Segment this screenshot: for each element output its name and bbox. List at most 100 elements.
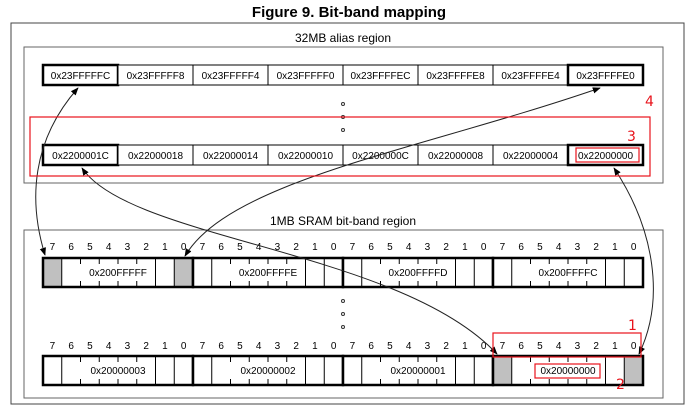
bit-cell [174, 356, 193, 385]
bit-cell [361, 356, 381, 385]
byte-label-bg [388, 364, 448, 377]
alias-top-row: 0x23FFFFFC 0x23FFFFF8 0x23FFFFF4 0x23FFFFF0… [41, 63, 645, 87]
bit-label: 2 [593, 341, 599, 352]
bit-label: 6 [218, 242, 224, 253]
arrow-22000000-bit0 [613, 167, 654, 355]
bit-label: 5 [87, 242, 93, 253]
bit-label: 0 [631, 242, 637, 253]
alias-address: 0x22000000 [578, 151, 633, 162]
bit-cell [61, 258, 81, 287]
annotation-2: 2 [616, 377, 625, 393]
bit-cell [605, 258, 625, 287]
highlight-box-3 [29, 116, 651, 177]
alias-address: 0x23FFFFE8 [426, 71, 485, 82]
byte-address: 0x20000002 [240, 366, 295, 377]
bit-cell [324, 258, 343, 287]
bit-label: 5 [237, 242, 243, 253]
alias-address: 0x23FFFFE4 [501, 71, 560, 82]
mapped-bit-cell [174, 258, 193, 287]
bit-label: 1 [162, 341, 168, 352]
bit-cell [61, 356, 81, 385]
alias-address: 0x2200001C [52, 151, 109, 162]
bit-label: 6 [68, 242, 74, 253]
alias-address: 0x23FFFFEC [350, 71, 410, 82]
bit-label: 0 [331, 242, 337, 253]
bit-label: 5 [537, 242, 543, 253]
outer-frame [10, 22, 685, 405]
mapped-bit-cell [493, 356, 512, 385]
byte-address: 0x200FFFFD [389, 268, 448, 279]
bit-cell [605, 356, 625, 385]
alias-region-label: 32MB alias region [295, 31, 391, 45]
bit-label: 7 [50, 341, 56, 352]
bit-label: 7 [200, 242, 206, 253]
highlight-sram-20000000 [534, 363, 601, 379]
alias-address: 0x22000010 [278, 151, 333, 162]
bit-cell [324, 356, 343, 385]
bit-cell [305, 356, 325, 385]
bit-cell [493, 258, 512, 287]
bit-label: 6 [68, 341, 74, 352]
bit-label: 3 [425, 341, 431, 352]
figure-title: Figure 9. Bit-band mapping [252, 4, 446, 21]
bit-label: 3 [575, 341, 581, 352]
bit-label: 7 [350, 242, 356, 253]
bit-label: 0 [481, 242, 487, 253]
bit-label: 1 [462, 341, 468, 352]
bit-label: 7 [500, 341, 506, 352]
bit-label: 4 [256, 242, 262, 253]
bit-label: 6 [218, 341, 224, 352]
bit-cell [155, 258, 175, 287]
bit-label: 2 [443, 341, 449, 352]
highlight-box-1 [492, 332, 642, 358]
bit-cell [155, 356, 175, 385]
bit-cell [511, 356, 531, 385]
mapped-bit-cell [624, 356, 643, 385]
bit-label: 4 [106, 341, 112, 352]
bit-label: 3 [125, 242, 131, 253]
bit-cell [193, 258, 212, 287]
bit-label: 4 [556, 341, 562, 352]
alias-address: 0x23FFFFF4 [202, 71, 260, 82]
bit-label: 4 [406, 341, 412, 352]
byte-cell [491, 354, 645, 387]
bit-label: 1 [612, 242, 618, 253]
red-highlights [29, 116, 651, 379]
bit-label: 2 [593, 242, 599, 253]
bit-label: 6 [518, 242, 524, 253]
annotation-1: 1 [628, 318, 637, 334]
bit-label: 2 [143, 242, 149, 253]
bit-label: 6 [368, 242, 374, 253]
bit-label: 7 [50, 242, 56, 253]
bit-label: 5 [537, 341, 543, 352]
bit-cell [624, 258, 643, 287]
bit-label: 5 [87, 341, 93, 352]
alias-cell [566, 63, 645, 87]
mapped-bit-cell [43, 258, 62, 287]
byte-label-bg [538, 266, 598, 279]
bit-cell [211, 258, 231, 287]
bit-label: 3 [125, 341, 131, 352]
bit-label: 4 [106, 242, 112, 253]
arrow-2200001C-bit7 [81, 167, 498, 355]
bit-cell [455, 258, 475, 287]
bit-label: 2 [143, 341, 149, 352]
byte-address: 0x200FFFFC [539, 268, 598, 279]
alias-address: 0x22000014 [203, 151, 258, 162]
alias-address: 0x23FFFFFC [51, 71, 110, 82]
annotation-4: 4 [645, 94, 654, 110]
byte-address: 0x200FFFFF [89, 268, 147, 279]
bit-label: 3 [425, 242, 431, 253]
bit-label: 5 [387, 341, 393, 352]
bit-label: 6 [368, 341, 374, 352]
mapping-arrows [35, 87, 654, 355]
bit-label: 1 [162, 242, 168, 253]
byte-address: 0x200FFFFE [239, 268, 298, 279]
bit-label: 4 [256, 341, 262, 352]
alias-address: 0x23FFFFF8 [127, 71, 185, 82]
alias-address: 0x23FFFFF0 [277, 71, 335, 82]
bit-label: 0 [631, 341, 637, 352]
